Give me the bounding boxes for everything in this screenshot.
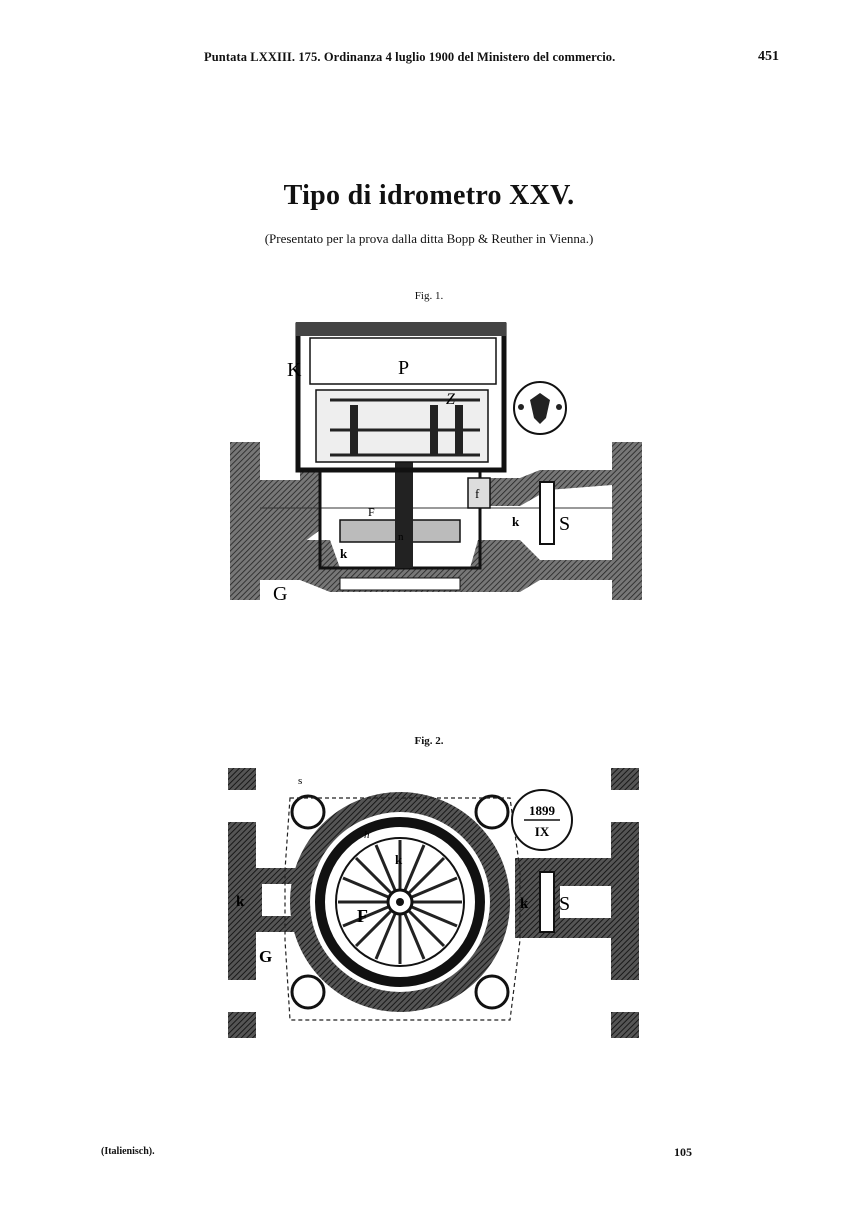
label-f-regulator: f bbox=[475, 486, 480, 501]
page-title: Tipo di idrometro XXV. bbox=[283, 180, 575, 211]
label-k-inlet: k bbox=[236, 894, 245, 910]
footer-signature: 105 bbox=[674, 1145, 692, 1159]
page-number: 451 bbox=[758, 49, 779, 64]
bolt-boss-tl bbox=[290, 794, 326, 830]
base-plate bbox=[339, 577, 461, 591]
stamp-month: IX bbox=[535, 824, 550, 839]
label-n-nozzle: n bbox=[398, 531, 404, 543]
label-h-ring: h bbox=[364, 829, 370, 841]
figure-1-caption: Fig. 1. bbox=[414, 290, 444, 302]
label-k-outlet: k bbox=[512, 514, 520, 529]
label-g-casing: G bbox=[273, 583, 287, 605]
label-k-housing: K bbox=[287, 359, 302, 381]
label-s-strainer-plan: S bbox=[559, 893, 570, 915]
label-k-chamber: k bbox=[340, 546, 348, 561]
housing-lid bbox=[296, 322, 506, 336]
figure-2-caption: Fig. 2. bbox=[414, 735, 444, 747]
label-s-boss: s bbox=[298, 775, 302, 787]
running-head: Puntata LXXIII. 175. Ordinanza 4 luglio … bbox=[204, 50, 616, 64]
label-f-wheel: F bbox=[368, 505, 375, 519]
label-z-gear: Z bbox=[446, 391, 456, 408]
left-flange bbox=[230, 442, 260, 600]
stamp-year: 1899 bbox=[529, 803, 556, 818]
page-subtitle: (Presentato per la prova dalla ditta Bop… bbox=[264, 231, 594, 246]
right-flange bbox=[612, 442, 642, 600]
dashed-outline bbox=[284, 797, 521, 1021]
measuring-ring bbox=[315, 817, 485, 987]
footer-language: (Italienisch). bbox=[101, 1146, 155, 1157]
bolt-boss-bl bbox=[290, 974, 326, 1010]
label-f-turbine: F bbox=[357, 906, 368, 926]
label-p-plate: P bbox=[398, 357, 409, 379]
label-s-strainer: S bbox=[559, 513, 570, 535]
strainer-plan bbox=[539, 871, 555, 933]
strainer bbox=[539, 481, 555, 545]
label-g-casing-plan: G bbox=[259, 947, 272, 966]
glass-plate bbox=[309, 337, 497, 385]
label-k-outlet-plan: k bbox=[520, 896, 529, 912]
regulator-f bbox=[467, 477, 491, 509]
bolt-boss-tr bbox=[474, 794, 510, 830]
bolt-boss-br bbox=[474, 974, 510, 1010]
label-k-ring: k bbox=[395, 852, 403, 867]
inlet-wall bbox=[260, 470, 320, 555]
